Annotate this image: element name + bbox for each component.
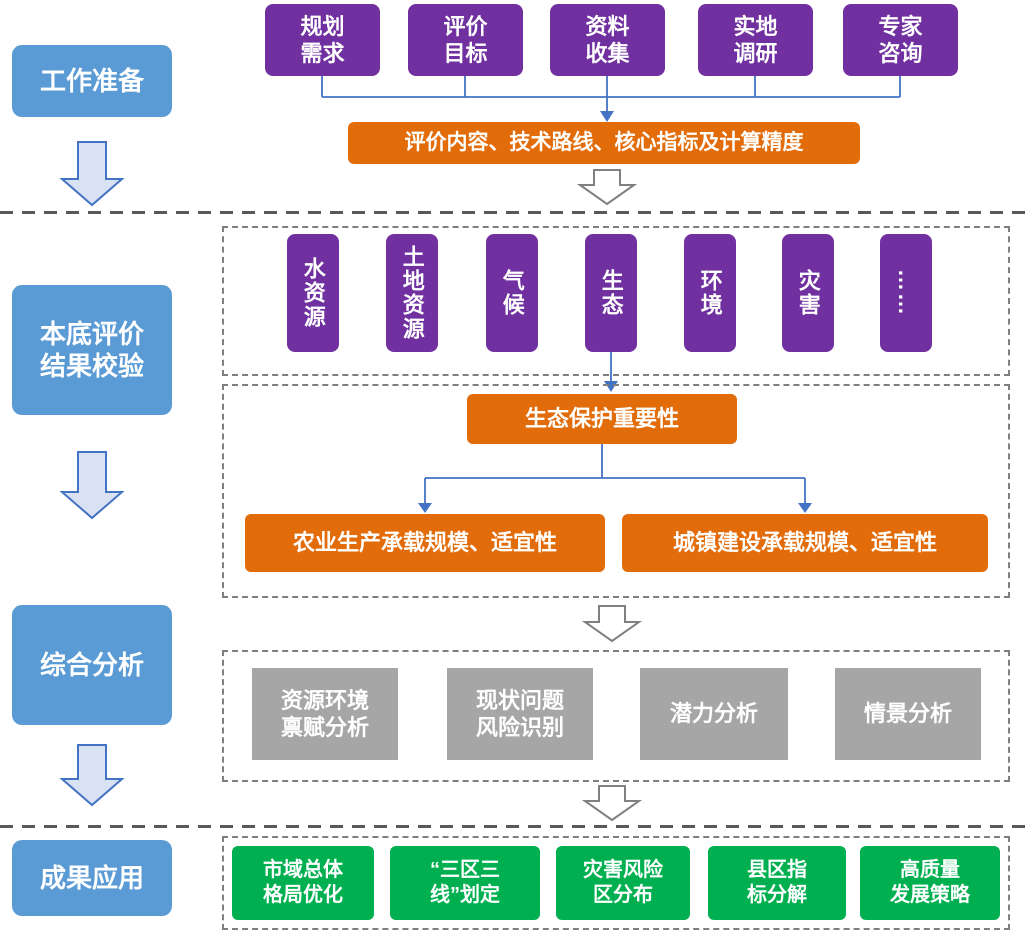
factor-environment: 环境 — [684, 234, 736, 352]
arrowhead-plan — [600, 111, 614, 122]
stage-arrow-1-icon — [59, 141, 125, 207]
stage-arrows — [59, 141, 125, 807]
factor-water-resources: 水资源 — [287, 234, 339, 352]
section-divider-1 — [0, 211, 1031, 214]
factor-ellipsis: …… — [880, 234, 932, 352]
application-county-indicators: 县区指 标分解 — [708, 846, 846, 920]
factor-climate: 气候 — [486, 234, 538, 352]
flow-arrow-3-icon — [581, 785, 643, 822]
flow-arrows — [576, 169, 643, 822]
analysis-potential: 潜力分析 — [640, 668, 788, 760]
stage-comprehensive-analysis: 综合分析 — [12, 605, 172, 725]
carrying-split-lines — [424, 444, 806, 503]
plan-summary-box: 评价内容、技术路线、核心指标及计算精度 — [348, 122, 860, 164]
application-overall-pattern: 市域总体 格局优化 — [232, 846, 374, 920]
input-expert-consultation: 专家 咨询 — [843, 4, 958, 76]
factor-ecology: 生态 — [585, 234, 637, 352]
analysis-scenario: 情景分析 — [835, 668, 981, 760]
input-evaluation-goals: 评价 目标 — [408, 4, 523, 76]
application-three-zones-lines: “三区三 线”划定 — [390, 846, 540, 920]
flow-arrow-1-icon — [576, 169, 638, 206]
stage-work-preparation: 工作准备 — [12, 45, 172, 117]
input-connector-lines — [321, 76, 901, 111]
arrowhead-eco — [604, 381, 618, 392]
application-high-quality-strategy: 高质量 发展策略 — [860, 846, 1000, 920]
input-planning-needs: 规划 需求 — [265, 4, 380, 76]
factor-disaster: 灾害 — [782, 234, 834, 352]
analysis-endowment: 资源环境 禀赋分析 — [252, 668, 398, 760]
application-disaster-risk-zones: 灾害风险 区分布 — [556, 846, 690, 920]
analysis-risk-identification: 现状问题 风险识别 — [447, 668, 593, 760]
arrowheads — [418, 111, 812, 513]
eco-protection-importance-box: 生态保护重要性 — [467, 394, 737, 444]
factors-container — [222, 226, 1010, 376]
urban-carrying-box: 城镇建设承载规模、适宜性 — [622, 514, 988, 572]
factor-land-resources: 土地资源 — [386, 234, 438, 352]
application-container — [222, 836, 1010, 930]
arrowhead-carry-left — [418, 503, 432, 513]
stage-results-application: 成果应用 — [12, 840, 172, 916]
stage-arrow-3-icon — [59, 744, 125, 807]
input-data-collection: 资料 收集 — [550, 4, 665, 76]
input-field-research: 实地 调研 — [698, 4, 813, 76]
agriculture-carrying-box: 农业生产承载规模、适宜性 — [245, 514, 605, 572]
stage-arrow-2-icon — [59, 451, 125, 520]
evaluation-container — [222, 384, 1010, 598]
section-divider-2 — [0, 825, 1031, 828]
arrowhead-carry-right — [798, 503, 812, 513]
analysis-container — [222, 650, 1010, 782]
stage-baseline-evaluation-check: 本底评价 结果校验 — [12, 285, 172, 415]
flow-arrow-2-icon — [581, 605, 643, 643]
